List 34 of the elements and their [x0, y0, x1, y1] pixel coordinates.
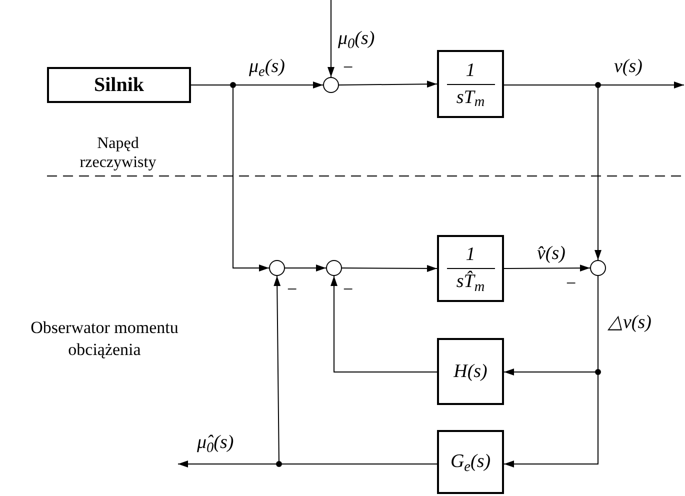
- summing-junction: [590, 260, 606, 276]
- signal-arrow: [504, 264, 590, 272]
- section-label: Napęd rzeczywisty: [78, 134, 158, 172]
- math-expression: 1: [466, 60, 476, 82]
- signal-label: μ$_{e}$(s): [248, 56, 286, 78]
- minus-sign: −: [343, 58, 354, 76]
- minus-sign: −: [566, 274, 578, 292]
- summing-junction: [326, 260, 342, 276]
- transfer-function-block: [437, 50, 504, 118]
- summing-junction: [269, 260, 285, 276]
- signal-arrow: [330, 276, 438, 372]
- minus-sign: −: [343, 280, 354, 298]
- motor-block: [47, 67, 191, 103]
- math-expression: sT̂$_{m}$: [456, 271, 485, 293]
- signal-label: v̂(s): [536, 243, 566, 265]
- transfer-function-block: [437, 430, 504, 494]
- math-expression: 1: [466, 244, 476, 266]
- transfer-function-block: [437, 235, 504, 302]
- signal-label: v(s): [613, 56, 644, 78]
- signal-label: μ̂$_{0}$(s): [196, 432, 235, 454]
- signal-arrow: [328, 0, 334, 78]
- signal-arrow: [342, 264, 438, 272]
- math-expression: sT$_{m}$: [456, 86, 485, 108]
- transfer-function-block: [437, 338, 504, 405]
- block-title: Silnik: [94, 73, 144, 98]
- minus-sign: −: [287, 280, 298, 298]
- section-label: Obserwator momentu obciążenia: [30, 317, 180, 361]
- math-expression: H(s): [454, 360, 488, 382]
- summing-junction: [323, 77, 339, 93]
- math-expression: G$_{e}$(s): [450, 451, 491, 473]
- signal-arrow: [284, 264, 326, 272]
- signal-label: μ$_{0}$(s): [337, 28, 376, 50]
- signal-arrow: [338, 80, 438, 88]
- signal-label: △v(s): [607, 312, 652, 334]
